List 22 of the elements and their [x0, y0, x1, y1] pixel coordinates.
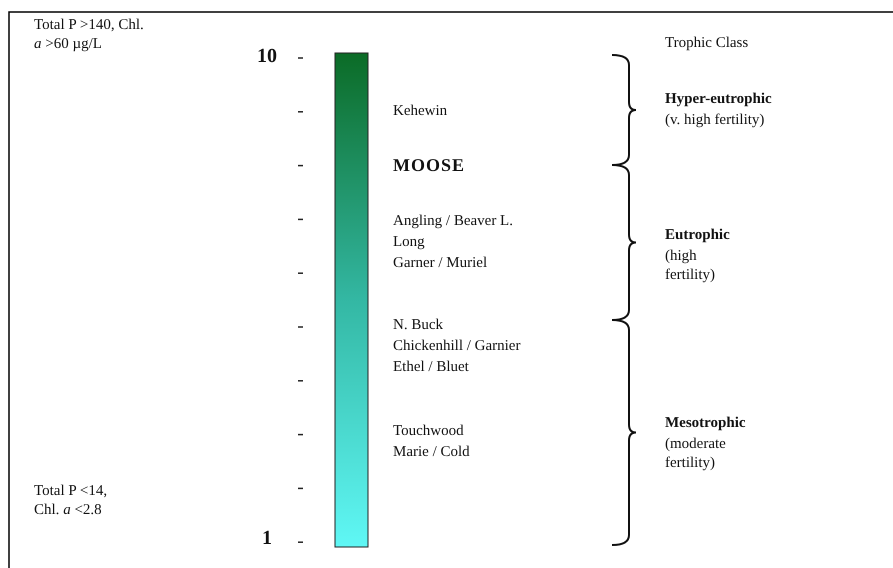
threshold-note: Total P >140, Chl. a >60 µg/L: [34, 16, 145, 54]
lake-name: Garner / Muriel: [393, 254, 488, 273]
scale-value: 10: [257, 46, 277, 67]
class-name: Hyper-eutrophic: [665, 90, 772, 109]
lake-name: Chickenhill / Garnier: [393, 337, 520, 356]
lake-name: N. Buck: [393, 316, 443, 335]
class-description: (moderate fertility): [665, 435, 727, 473]
lake-name: Angling / Beaver L.: [393, 212, 513, 231]
lake-name: Ethel / Bluet: [393, 358, 469, 377]
threshold-note: Total P <14, Chl. a <2.8: [34, 482, 108, 520]
lake-name: Touchwood: [393, 422, 464, 441]
lake-name: MOOSE: [393, 155, 466, 176]
lake-name: Kehewin: [393, 102, 448, 121]
lake-name: Marie / Cold: [393, 443, 470, 462]
class-name: Eutrophic: [665, 226, 730, 245]
scale-value: 1: [262, 528, 272, 549]
class-description: (high fertility): [665, 247, 716, 285]
gradient-scale-bar: [334, 52, 368, 548]
lake-name: Long: [393, 233, 425, 252]
heading: Trophic Class: [665, 34, 748, 53]
class-name: Mesotrophic: [665, 414, 746, 433]
class-description: (v. high fertility): [665, 111, 764, 130]
